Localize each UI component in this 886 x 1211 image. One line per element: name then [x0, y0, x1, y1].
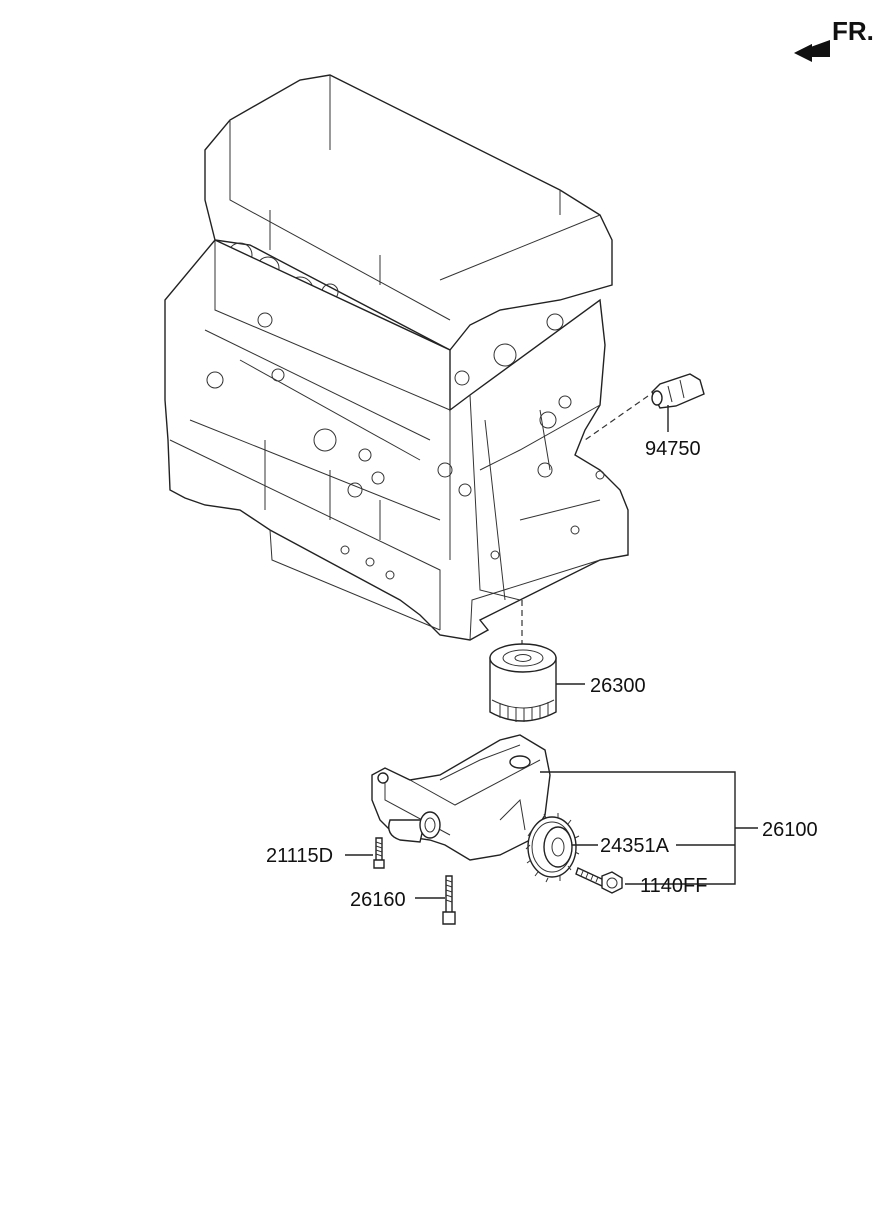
- part-label-24351a: 24351A: [600, 835, 670, 857]
- oil-pressure-switch: [651, 373, 705, 432]
- pump-gear: [525, 813, 580, 883]
- part-label-26160: 26160: [350, 889, 406, 911]
- oil-filter: [489, 643, 585, 722]
- bolt-26160: [415, 875, 456, 925]
- front-label: FR.: [832, 16, 874, 46]
- part-label-21115d: 21115D: [266, 845, 333, 867]
- part-label-26100: 26100: [762, 819, 818, 841]
- oil-switch-leader: [584, 395, 649, 441]
- engine-block: [164, 74, 629, 641]
- part-label-1140ff: 1140FF: [640, 875, 707, 897]
- part-label-26300: 26300: [590, 675, 646, 697]
- pump-bolt: [575, 867, 623, 894]
- front-direction-indicator: FR.: [794, 16, 874, 62]
- assembly-bracket-26100: [540, 771, 758, 885]
- bolt-21115d: [345, 837, 385, 869]
- part-label-94750: 94750: [645, 438, 701, 460]
- oil-pump-assembly: [371, 734, 551, 861]
